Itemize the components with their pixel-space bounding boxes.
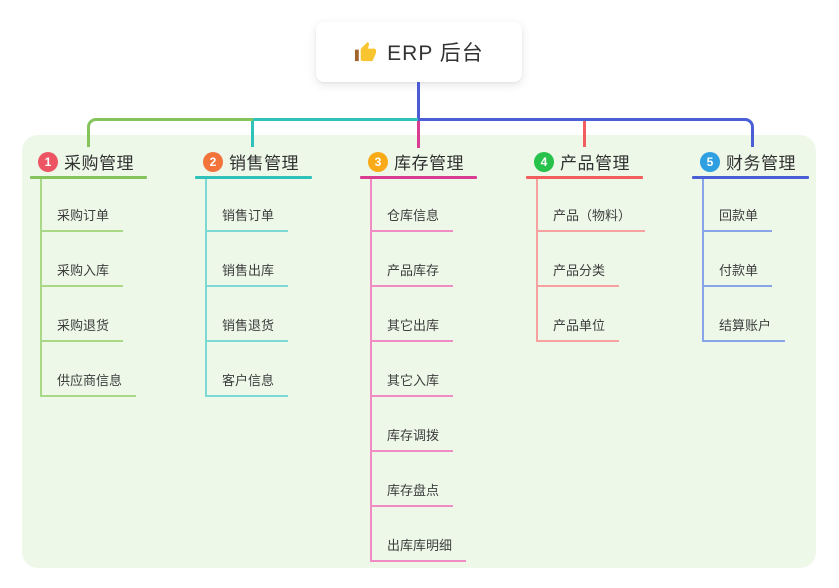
connector-branch-2-v	[251, 121, 254, 147]
child-label: 库存调拨	[387, 428, 440, 443]
branch-node[interactable]: 1 采购管理	[30, 150, 147, 173]
branch-line	[195, 176, 312, 179]
connector-branch-1	[87, 118, 256, 147]
thumb-cuff	[355, 49, 359, 61]
root-node[interactable]: ERP 后台	[316, 22, 522, 82]
branch-title: 产品管理	[560, 154, 630, 173]
connector-branch-2-h	[253, 118, 418, 121]
child-node[interactable]: 仓库信息	[372, 179, 454, 232]
child-label: 客户信息	[222, 373, 275, 388]
child-label: 产品库存	[387, 263, 440, 278]
connector-branch-3-v	[417, 121, 420, 148]
branch-title: 采购管理	[64, 154, 134, 173]
branch-库存管理: 3 库存管理 仓库信息 产品库存 其它出库 其它入库 库存调拨 库存盘点 出库库…	[360, 150, 477, 562]
child-label: 采购退货	[57, 318, 110, 333]
child-node[interactable]: 产品（物料）	[538, 179, 646, 232]
branch-number-badge: 4	[534, 151, 554, 172]
branch-title: 财务管理	[726, 154, 796, 173]
child-label: 销售退货	[222, 318, 275, 333]
branch-line	[692, 176, 809, 179]
child-node[interactable]: 其它入库	[372, 344, 454, 397]
child-node[interactable]: 库存盘点	[372, 454, 454, 507]
branch-children: 仓库信息 产品库存 其它出库 其它入库 库存调拨 库存盘点 出库库明细	[370, 179, 477, 562]
branch-line	[360, 176, 477, 179]
child-node[interactable]: 其它出库	[372, 289, 454, 342]
branch-财务管理: 5 财务管理 回款单 付款单 结算账户	[692, 150, 809, 342]
root-stem-line	[417, 82, 420, 118]
child-node[interactable]: 产品库存	[372, 234, 454, 287]
child-label: 产品（物料）	[553, 208, 632, 223]
branch-node[interactable]: 4 产品管理	[526, 150, 645, 173]
child-node[interactable]: 采购退货	[42, 289, 124, 342]
child-node[interactable]: 产品分类	[538, 234, 620, 287]
child-label: 采购订单	[57, 208, 110, 223]
child-label: 其它入库	[387, 373, 440, 388]
child-node[interactable]: 产品单位	[538, 289, 620, 342]
mindmap-panel	[22, 135, 816, 568]
child-node[interactable]: 出库库明细	[372, 509, 467, 562]
branch-node[interactable]: 2 销售管理	[195, 150, 312, 173]
root-label: ERP 后台	[387, 42, 484, 65]
child-node[interactable]: 销售出库	[207, 234, 289, 287]
thumbs-up-icon	[354, 41, 377, 64]
child-label: 其它出库	[387, 318, 440, 333]
branch-number-badge: 3	[368, 151, 388, 172]
child-label: 产品单位	[553, 318, 606, 333]
branch-children: 产品（物料） 产品分类 产品单位	[536, 179, 646, 342]
child-node[interactable]: 库存调拨	[372, 399, 454, 452]
connector-branch-4-v	[583, 121, 586, 147]
branch-children: 回款单 付款单 结算账户	[702, 179, 809, 342]
child-node[interactable]: 销售退货	[207, 289, 289, 342]
branch-node[interactable]: 3 库存管理	[360, 150, 477, 173]
child-node[interactable]: 客户信息	[207, 344, 289, 397]
child-label: 产品分类	[553, 263, 606, 278]
child-node[interactable]: 销售订单	[207, 179, 289, 232]
child-node[interactable]: 回款单	[704, 179, 773, 232]
branch-number-badge: 1	[38, 151, 58, 172]
branch-number-badge: 2	[203, 151, 223, 172]
child-label: 采购入库	[57, 263, 110, 278]
branch-node[interactable]: 5 财务管理	[692, 150, 809, 173]
branch-number-badge: 5	[700, 151, 720, 172]
connector-branch-5	[418, 118, 754, 147]
child-label: 销售订单	[222, 208, 275, 223]
branch-产品管理: 4 产品管理 产品（物料） 产品分类 产品单位	[526, 150, 646, 342]
branch-销售管理: 2 销售管理 销售订单 销售出库 销售退货 客户信息	[195, 150, 312, 397]
child-label: 仓库信息	[387, 208, 440, 223]
branch-采购管理: 1 采购管理 采购订单 采购入库 采购退货 供应商信息	[30, 150, 147, 397]
branch-title: 库存管理	[394, 154, 464, 173]
child-node[interactable]: 采购入库	[42, 234, 124, 287]
child-label: 回款单	[719, 208, 759, 223]
child-label: 出库库明细	[387, 538, 453, 553]
child-label: 库存盘点	[387, 483, 440, 498]
branch-title: 销售管理	[229, 154, 299, 173]
branch-line	[30, 176, 147, 179]
child-node[interactable]: 结算账户	[704, 289, 786, 342]
child-node[interactable]: 采购订单	[42, 179, 124, 232]
child-label: 销售出库	[222, 263, 275, 278]
child-label: 付款单	[719, 263, 759, 278]
branch-children: 采购订单 采购入库 采购退货 供应商信息	[40, 179, 147, 397]
thumb-hand	[360, 41, 377, 61]
child-node[interactable]: 付款单	[704, 234, 773, 287]
branch-line	[526, 176, 643, 179]
branch-children: 销售订单 销售出库 销售退货 客户信息	[205, 179, 312, 397]
child-label: 供应商信息	[57, 373, 123, 388]
child-label: 结算账户	[719, 318, 772, 333]
child-node[interactable]: 供应商信息	[42, 344, 137, 397]
